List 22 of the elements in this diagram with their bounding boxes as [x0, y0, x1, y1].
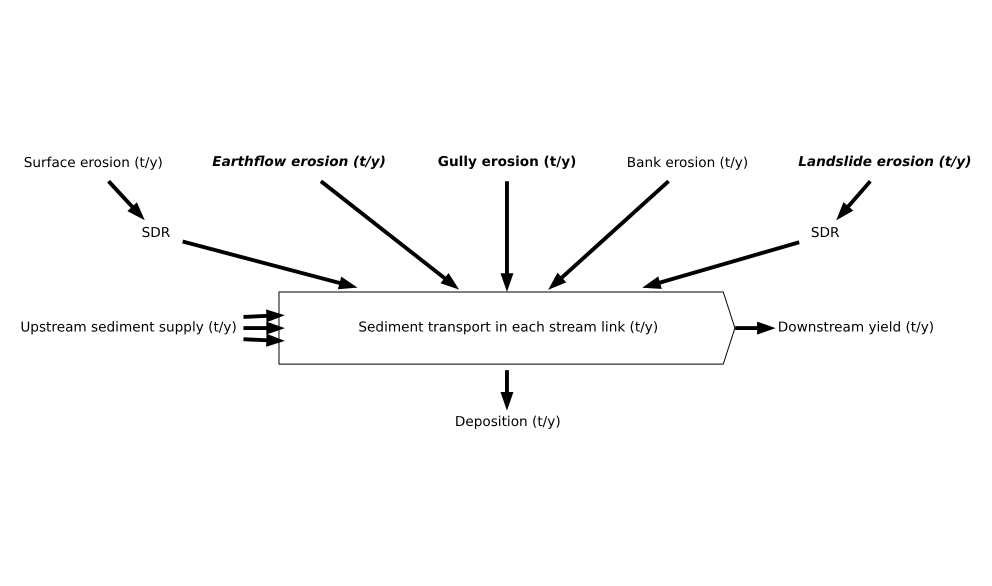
arrow [243, 334, 285, 347]
node-text: Downstream yield (t/y) [778, 320, 934, 336]
node-text: Earthflow erosion (t/y) [212, 154, 386, 170]
arrow [182, 240, 358, 290]
arrow [243, 309, 285, 322]
arrow [735, 322, 776, 335]
node-text: Surface erosion (t/y) [24, 155, 163, 172]
node-text: Bank erosion (t/y) [626, 155, 748, 172]
arrow [548, 180, 670, 290]
arrow [500, 181, 514, 292]
node-text: Gully erosion (t/y) [438, 154, 576, 170]
arrow [836, 180, 872, 220]
node-text: Landslide erosion (t/y) [798, 154, 972, 170]
node-text: SDR [142, 225, 170, 242]
node-text: Deposition (t/y) [454, 414, 561, 430]
arrow [500, 370, 514, 411]
arrow [107, 180, 145, 220]
node-text: SDR [810, 225, 840, 242]
node-text: Upstream sediment supply (t/y) [20, 320, 237, 336]
arrow [320, 180, 460, 290]
arrow [243, 322, 285, 335]
arrow [642, 240, 800, 289]
